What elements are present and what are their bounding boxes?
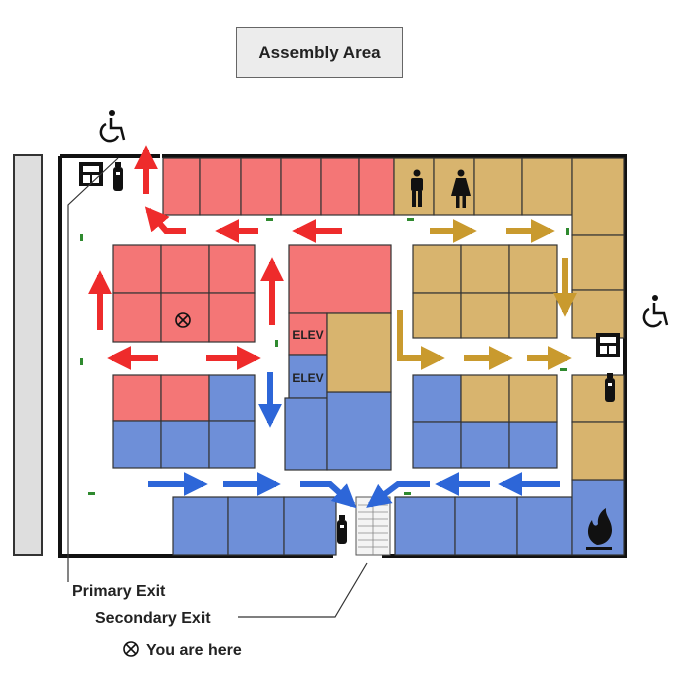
you-are-here-icon — [175, 312, 191, 328]
primary-exit-label: Primary Exit — [72, 583, 166, 600]
fire-hazard-icon — [586, 508, 612, 550]
sidewalk — [13, 154, 43, 556]
fire-extinguisher-icon — [605, 373, 615, 402]
fire-extinguisher-icon — [337, 515, 347, 544]
elevator-label-lower: ELEV — [292, 371, 323, 385]
wheelchair-icon — [642, 295, 669, 328]
gold-zone-rooms — [326, 157, 625, 481]
red-evacuation-arrows — [88, 145, 342, 370]
fire-extinguisher-icon — [113, 162, 123, 191]
red-zone-rooms — [112, 157, 395, 422]
assembly-area-label: Assembly Area — [236, 27, 403, 78]
blue-evacuation-arrows — [148, 372, 560, 509]
elevator-label-upper: ELEV — [292, 328, 323, 342]
you-are-here-label: You are here — [146, 642, 242, 659]
women-restroom-icon — [451, 169, 471, 208]
gold-evacuation-arrows — [397, 219, 577, 370]
blue-zone-rooms — [112, 354, 625, 556]
you-are-here-legend-icon — [123, 641, 139, 657]
secondary-exit-label: Secondary Exit — [95, 610, 211, 627]
wheelchair-icon — [99, 110, 126, 143]
exit-sign-icon — [79, 162, 103, 186]
exit-sign-icon — [596, 333, 620, 357]
men-restroom-icon — [411, 169, 423, 207]
exit-leader-lines — [67, 157, 368, 618]
